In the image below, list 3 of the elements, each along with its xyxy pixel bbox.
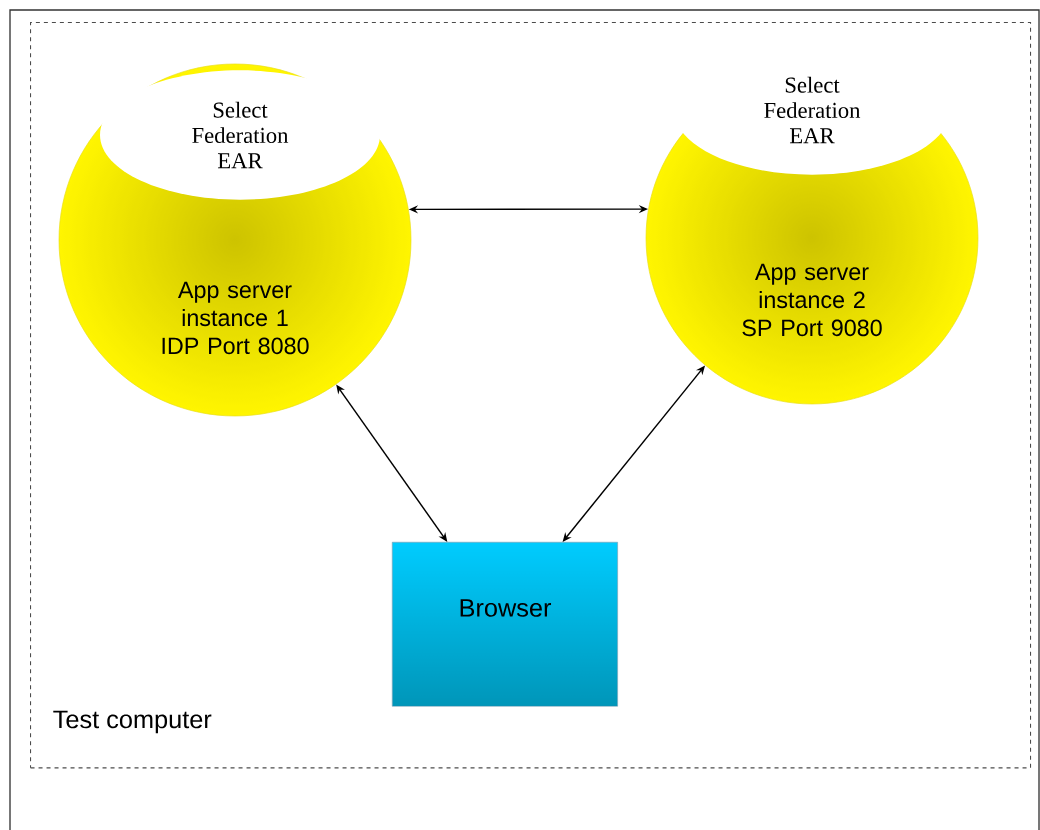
browser-box: Browser	[392, 542, 618, 707]
node-label: Select Federation EAR	[764, 76, 861, 144]
node-label: Select Federation EAR	[192, 101, 289, 169]
